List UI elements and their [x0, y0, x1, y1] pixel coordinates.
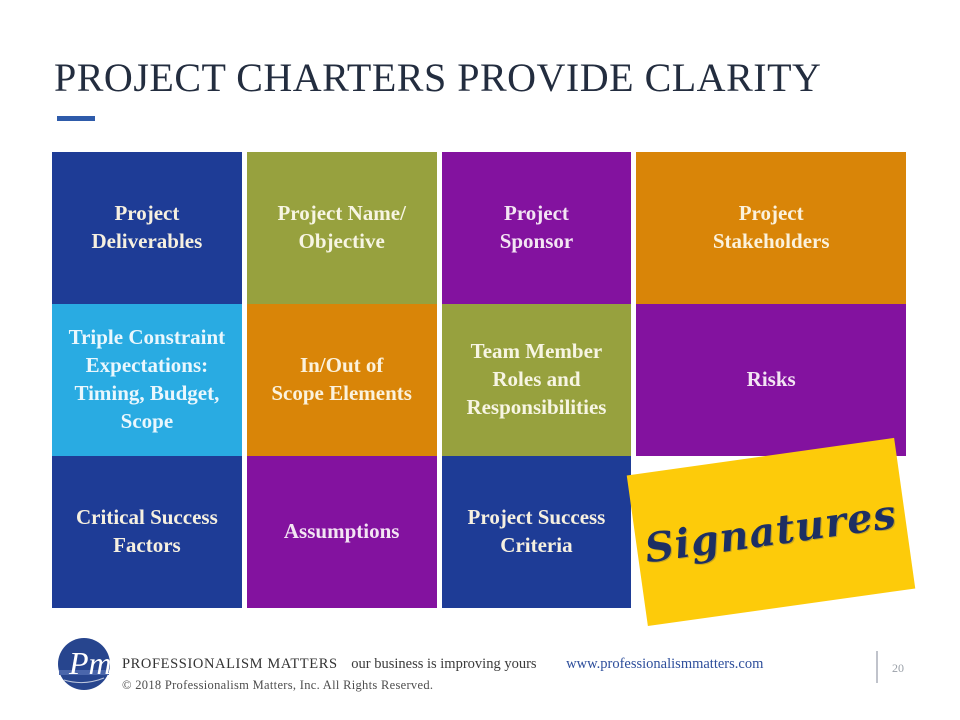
title-accent-dash	[57, 116, 95, 121]
charter-grid: Project Deliverables Project Name/ Objec…	[52, 152, 916, 627]
tile-assumptions: Assumptions	[246, 456, 437, 608]
tile-project-sponsor: Project Sponsor	[441, 152, 632, 304]
tile-critical-success-factors: Critical Success Factors	[52, 456, 242, 608]
logo-monogram: Pm	[68, 645, 112, 681]
footer-copyright: © 2018 Professionalism Matters, Inc. All…	[122, 678, 434, 692]
footer-company-name: PROFESSIONALISM MATTERS	[122, 656, 338, 672]
page-title: PROJECT CHARTERS PROVIDE CLARITY	[54, 55, 822, 100]
footer-tagline: our business is improving yours	[351, 656, 537, 672]
page-number: 20	[892, 661, 904, 675]
footer-website-link[interactable]: www.professionalismmatters.com	[566, 656, 764, 672]
company-logo-icon: Pm	[58, 638, 112, 690]
page-number-divider	[876, 651, 878, 683]
tile-project-stakeholders: Project Stakeholders	[636, 152, 906, 304]
tile-risks: Risks	[636, 304, 906, 456]
tile-project-name-objective: Project Name/ Objective	[246, 152, 437, 304]
tile-triple-constraint: Triple Constraint Expectations: Timing, …	[52, 304, 242, 456]
tile-project-deliverables: Project Deliverables	[52, 152, 242, 304]
footer-branding: PROFESSIONALISM MATTERS our business is …	[122, 656, 763, 673]
tile-team-member-roles: Team Member Roles and Responsibilities	[441, 304, 632, 456]
tile-signatures: Signatures	[627, 437, 916, 627]
tile-in-out-scope-elements: In/Out of Scope Elements	[246, 304, 437, 456]
tile-project-success-criteria: Project Success Criteria	[441, 456, 632, 608]
